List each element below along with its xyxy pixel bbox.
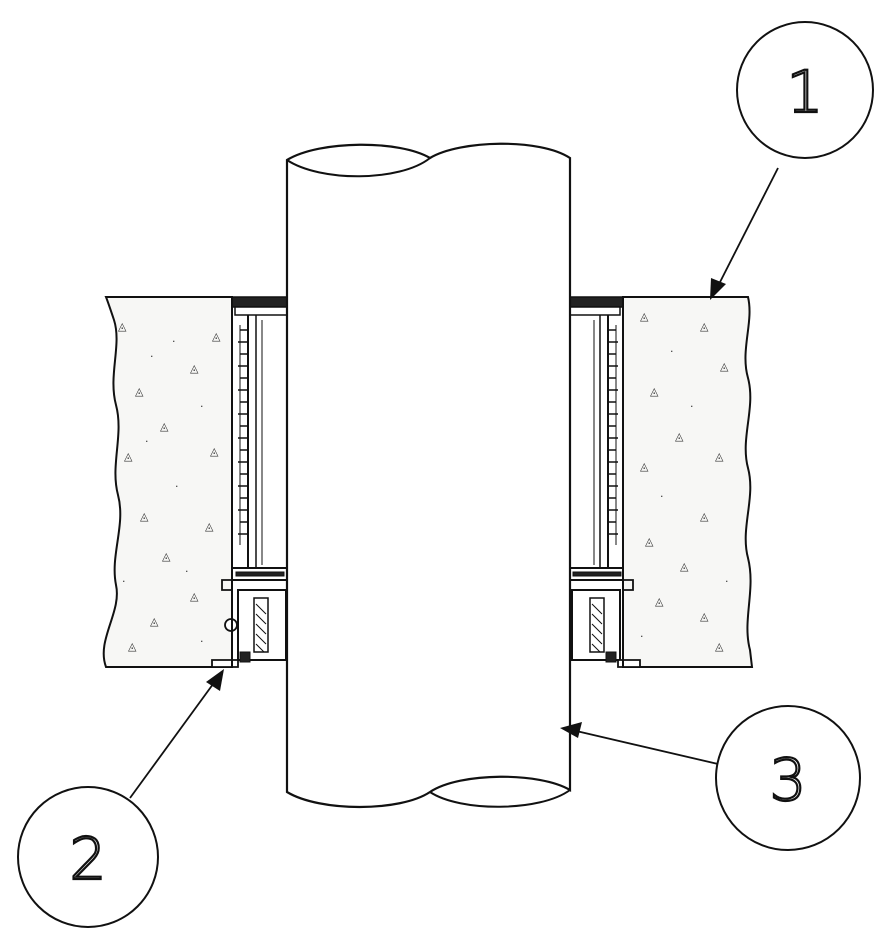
svg-text:·: · bbox=[690, 400, 694, 413]
concrete-aggregate-left: ◬◬· ◬◬· ◬◬◬ ·◬◬ ◬·◬ ◬·◬ ··· bbox=[118, 320, 221, 653]
concrete-wall-left: ◬◬· ◬◬· ◬◬◬ ·◬◬ ◬·◬ ◬·◬ ··· bbox=[102, 296, 233, 668]
svg-text:◬: ◬ bbox=[190, 590, 199, 603]
svg-text:◬: ◬ bbox=[205, 520, 214, 533]
svg-text:·: · bbox=[660, 490, 664, 503]
svg-text:·: · bbox=[185, 565, 189, 578]
svg-text:·: · bbox=[200, 400, 204, 413]
svg-text:◬: ◬ bbox=[212, 330, 221, 343]
callout-2-label: 2 bbox=[70, 825, 107, 893]
svg-text:◬: ◬ bbox=[150, 615, 159, 628]
svg-text:◬: ◬ bbox=[675, 430, 684, 443]
callout-3: 3 bbox=[560, 705, 861, 851]
svg-text:◬: ◬ bbox=[210, 445, 219, 458]
svg-text:◬: ◬ bbox=[720, 360, 729, 373]
callout-1: 1 bbox=[710, 21, 874, 300]
svg-text:◬: ◬ bbox=[160, 420, 169, 433]
svg-text:◬: ◬ bbox=[655, 595, 664, 608]
svg-text:·: · bbox=[670, 345, 674, 358]
svg-text:◬: ◬ bbox=[124, 450, 133, 463]
concrete-wall-right: ◬ ◬ · ◬ ◬ · ◬ ◬ ◬ · ◬ ◬ ◬ · ◬ ◬ · ◬ bbox=[622, 296, 754, 668]
seal-assembly-right bbox=[569, 296, 641, 668]
svg-text:◬: ◬ bbox=[700, 320, 709, 333]
svg-text:·: · bbox=[122, 575, 126, 588]
svg-text:◬: ◬ bbox=[700, 610, 709, 623]
svg-text:◬: ◬ bbox=[162, 550, 171, 563]
concrete-aggregate-right: ◬ ◬ · ◬ ◬ · ◬ ◬ ◬ · ◬ ◬ ◬ · ◬ ◬ · ◬ bbox=[640, 310, 729, 653]
svg-text:·: · bbox=[175, 480, 179, 493]
callout-3-label: 3 bbox=[770, 746, 807, 814]
bellows-right bbox=[608, 325, 618, 545]
callout-2: 2 bbox=[17, 669, 224, 928]
svg-text:◬: ◬ bbox=[140, 510, 149, 523]
svg-text:◬: ◬ bbox=[700, 510, 709, 523]
svg-text:◬: ◬ bbox=[640, 310, 649, 323]
callout-1-label: 1 bbox=[787, 58, 824, 126]
svg-text:·: · bbox=[150, 350, 154, 363]
svg-text:·: · bbox=[145, 435, 149, 448]
svg-text:◬: ◬ bbox=[715, 640, 724, 653]
svg-text:·: · bbox=[172, 335, 176, 348]
svg-text:◬: ◬ bbox=[650, 385, 659, 398]
svg-text:◬: ◬ bbox=[715, 450, 724, 463]
svg-text:◬: ◬ bbox=[640, 460, 649, 473]
svg-text:◬: ◬ bbox=[680, 560, 689, 573]
svg-text:◬: ◬ bbox=[128, 640, 137, 653]
bellows-left bbox=[238, 325, 248, 545]
svg-text:◬: ◬ bbox=[118, 320, 127, 333]
svg-text:◬: ◬ bbox=[645, 535, 654, 548]
pipe bbox=[285, 142, 572, 809]
seal-assembly-left bbox=[211, 296, 288, 668]
svg-text:·: · bbox=[640, 630, 644, 643]
svg-text:◬: ◬ bbox=[190, 362, 199, 375]
svg-text:·: · bbox=[200, 635, 204, 648]
svg-text:◬: ◬ bbox=[135, 385, 144, 398]
svg-text:·: · bbox=[725, 575, 729, 588]
